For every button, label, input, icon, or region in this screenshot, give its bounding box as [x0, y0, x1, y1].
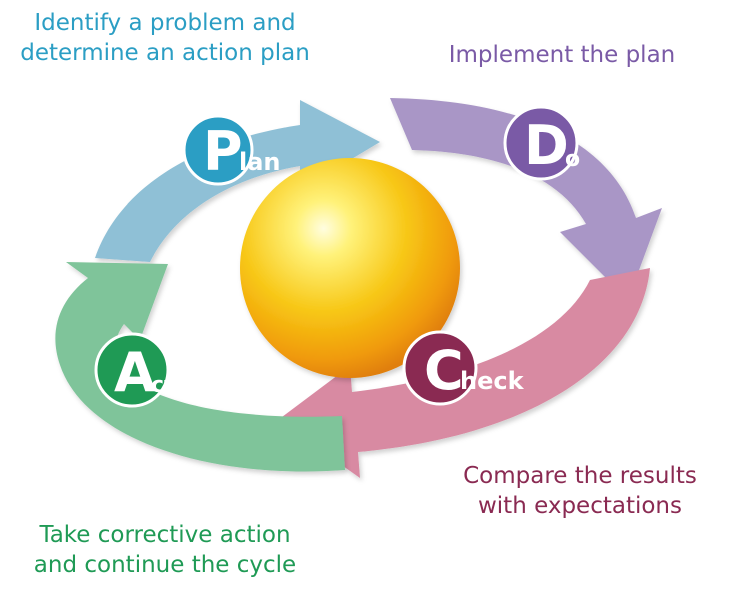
do-badge-letter: D [524, 114, 569, 177]
plan-badge: P lan [182, 114, 281, 186]
do-badge: D o [503, 105, 580, 181]
act-caption: Take corrective action and continue the … [0, 520, 330, 580]
check-caption: Compare the results with expectations [428, 461, 732, 521]
do-arrow [390, 98, 662, 300]
check-badge-letter: C [424, 339, 464, 402]
plan-badge-letter: P [203, 120, 243, 183]
do-caption-line-1: Implement the plan [448, 42, 676, 68]
center-sphere [240, 158, 460, 378]
act-badge-letter: A [114, 341, 156, 404]
check-badge: C heck [402, 330, 525, 406]
act-arrow [55, 262, 346, 472]
check-caption-line-1: Compare the results [463, 463, 697, 489]
plan-badge-suffix: lan [239, 148, 281, 176]
do-caption: Implement the plan [392, 40, 732, 70]
check-badge-suffix: heck [460, 367, 525, 395]
plan-caption: Identify a problem and determine an acti… [0, 8, 330, 68]
act-caption-line-2: and continue the cycle [33, 552, 297, 578]
act-caption-line-1: Take corrective action [39, 522, 291, 548]
plan-caption-line-2: determine an action plan [20, 40, 310, 66]
act-badge-suffix: ct [151, 373, 175, 398]
plan-caption-line-1: Identify a problem and [34, 10, 296, 36]
plan-arrow [95, 100, 380, 262]
act-badge: A ct [94, 332, 175, 408]
do-badge-suffix: o [565, 147, 580, 172]
check-caption-line-2: with expectations [477, 493, 682, 519]
